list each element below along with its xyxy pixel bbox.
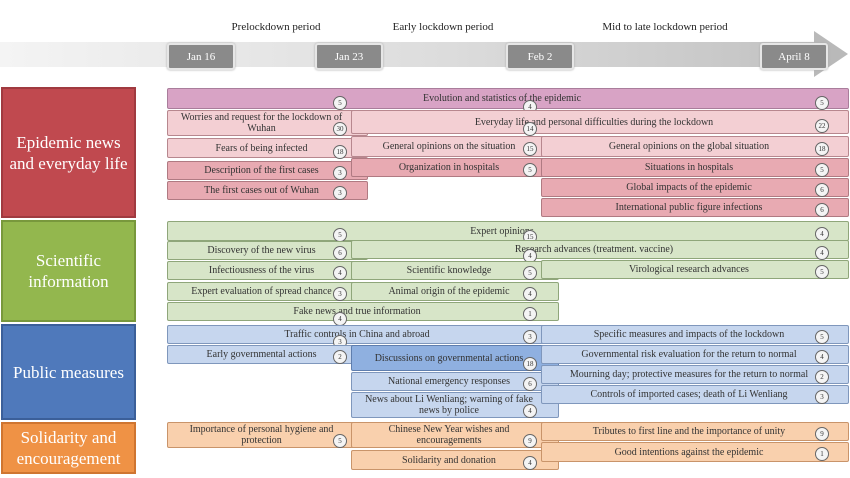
count-badge: 4 <box>333 312 347 326</box>
date-jan23: Jan 23 <box>315 43 383 70</box>
count-badge: 18 <box>815 142 829 156</box>
topic-bar: Traffic controls in China and abroad <box>167 325 559 344</box>
count-badge: 4 <box>523 287 537 301</box>
topic-bar: Animal origin of the epidemic <box>351 282 559 301</box>
topic-bar: Early governmental actions <box>167 345 368 364</box>
count-badge: 30 <box>333 122 347 136</box>
date-april8: April 8 <box>760 43 828 70</box>
count-badge: 3 <box>333 166 347 180</box>
count-badge: 5 <box>815 163 829 177</box>
topic-bar: Governmental risk evaluation for the ret… <box>541 345 849 364</box>
topic-bar: Fake news and true information <box>167 302 559 321</box>
phase-mid-late-lockdown: Mid to late lockdown period <box>602 21 728 33</box>
count-badge: 6 <box>815 203 829 217</box>
topic-bar: Situations in hospitals <box>541 158 849 177</box>
count-badge: 5 <box>815 330 829 344</box>
topic-bar: Expert opinions <box>167 221 849 241</box>
topic-bar: Infectiousness of the virus <box>167 261 368 280</box>
count-badge: 5 <box>333 96 347 110</box>
count-badge: 9 <box>523 434 537 448</box>
count-badge: 3 <box>333 186 347 200</box>
count-badge: 18 <box>333 145 347 159</box>
count-badge: 18 <box>523 357 537 371</box>
count-badge: 15 <box>523 142 537 156</box>
category-scientific-information: Scientific information <box>1 220 136 322</box>
count-badge: 4 <box>815 350 829 364</box>
topic-bar: Evolution and statistics of the epidemic <box>167 88 849 109</box>
topic-bar: Controls of imported cases; death of Li … <box>541 385 849 404</box>
count-badge: 3 <box>523 330 537 344</box>
phase-prelockdown: Prelockdown period <box>231 21 321 33</box>
topic-bar: General opinions on the situation <box>351 136 559 157</box>
topic-bar: Tributes to first line and the importanc… <box>541 422 849 441</box>
category-epidemic-news: Epidemic news and everyday life <box>1 87 136 218</box>
topic-bar: Organization in hospitals <box>351 158 559 177</box>
category-solidarity: Solidarity and encouragement <box>1 422 136 474</box>
count-badge: 3 <box>333 287 347 301</box>
topic-bar: The first cases out of Wuhan <box>167 181 368 200</box>
count-badge: 9 <box>815 427 829 441</box>
count-badge: 6 <box>815 183 829 197</box>
count-badge: 6 <box>523 377 537 391</box>
count-badge: 5 <box>815 265 829 279</box>
topic-bar: Mourning day; protective measures for th… <box>541 365 849 384</box>
date-jan16: Jan 16 <box>167 43 235 70</box>
phase-early-lockdown: Early lockdown period <box>392 21 494 33</box>
count-badge: 3 <box>815 390 829 404</box>
count-badge: 4 <box>333 266 347 280</box>
topic-bar: Research advances (treatment. vaccine) <box>351 240 849 259</box>
topic-bar: Good intentions against the epidemic <box>541 442 849 462</box>
count-badge: 22 <box>815 119 829 133</box>
count-badge: 2 <box>815 370 829 384</box>
count-badge: 14 <box>523 122 537 136</box>
topic-bar: International public figure infections <box>541 198 849 217</box>
count-badge: 5 <box>815 96 829 110</box>
count-badge: 5 <box>523 266 537 280</box>
topic-bar: Solidarity and donation <box>351 450 559 470</box>
count-badge: 4 <box>523 456 537 470</box>
topic-bar: General opinions on the global situation <box>541 136 849 157</box>
count-badge: 1 <box>815 447 829 461</box>
count-badge: 4 <box>815 246 829 260</box>
count-badge: 5 <box>333 228 347 242</box>
count-badge: 4 <box>815 227 829 241</box>
topic-bar: Virological research advances <box>541 260 849 279</box>
date-feb2: Feb 2 <box>506 43 574 70</box>
count-badge: 5 <box>523 163 537 177</box>
count-badge: 5 <box>333 434 347 448</box>
count-badge: 4 <box>523 404 537 418</box>
count-badge: 6 <box>333 246 347 260</box>
count-badge: 1 <box>523 307 537 321</box>
topic-bar: Global impacts of the epidemic <box>541 178 849 197</box>
timeline-arrow <box>0 42 816 67</box>
topic-bar: Everyday life and personal difficulties … <box>351 110 849 134</box>
count-badge: 2 <box>333 350 347 364</box>
category-public-measures: Public measures <box>1 324 136 420</box>
topic-bar: Specific measures and impacts of the loc… <box>541 325 849 344</box>
